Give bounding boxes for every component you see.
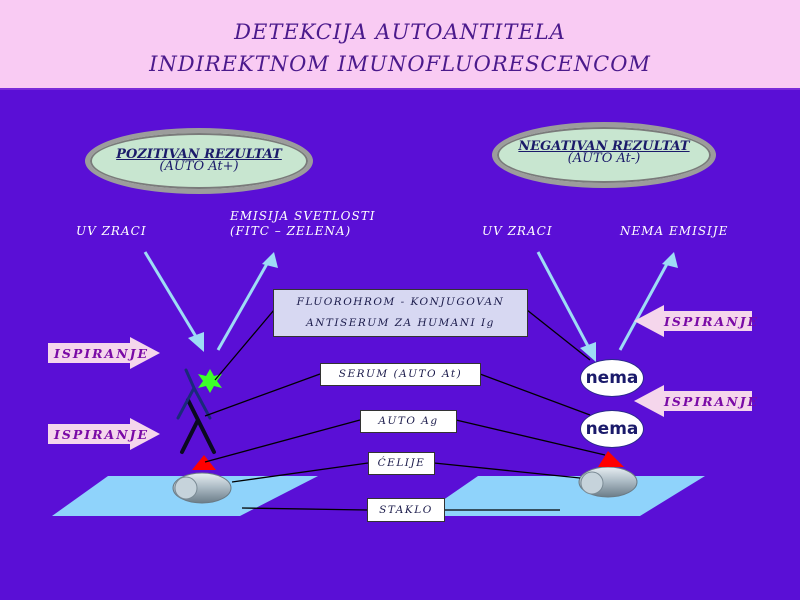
antigen-left	[192, 455, 216, 470]
title-band: DETEKCIJA AUTOANTITELA INDIREKTNOM IMUNO…	[0, 0, 800, 90]
fitc-star	[198, 369, 222, 393]
no-emission-label: NEMA EMISIJE	[620, 224, 729, 238]
nema-oval-2: nema	[580, 410, 644, 448]
fluorochrome-line2: ANTISERUM ZA HUMANI Ig	[306, 317, 495, 329]
wash-arrow-4	[634, 385, 752, 417]
nema-oval-1: nema	[580, 359, 644, 397]
emission-label-line2: (FITC – ZELENA)	[230, 224, 352, 238]
uv-label-left: UV ZRACI	[76, 224, 147, 238]
wash-arrow-2	[48, 418, 160, 450]
wash-label-2: ISPIRANJE	[54, 427, 150, 442]
auto-ag-box: AUTO Ag	[360, 410, 457, 433]
positive-sub: (AUTO At+)	[159, 159, 239, 174]
title-line-1: DETEKCIJA AUTOANTITELA	[234, 20, 566, 44]
uv-arrow-right	[580, 342, 596, 362]
wash-label-1: ISPIRANJE	[54, 346, 150, 361]
fluorochrome-line1: FLUOROHROM - KONJUGOVAN	[296, 296, 505, 308]
wash-arrow-3	[634, 305, 752, 337]
negative-result-oval: NEGATIVAN REZULTAT (AUTO At-)	[492, 122, 716, 188]
positive-heading: POZITIVAN REZULTAT	[116, 147, 282, 162]
autoantibody-left	[180, 398, 216, 454]
glass-box: STAKLO	[367, 498, 445, 522]
negative-heading: NEGATIVAN REZULTAT	[518, 139, 690, 154]
wash-arrow-1	[48, 337, 160, 369]
negative-sub: (AUTO At-)	[567, 151, 641, 166]
serum-box: SERUM (AUTO At)	[320, 363, 481, 386]
uv-label-right: UV ZRACI	[482, 224, 553, 238]
wash-label-3: ISPIRANJE	[664, 314, 760, 329]
antigen-right	[598, 451, 624, 467]
emission-arrow	[262, 252, 278, 268]
secondary-antibody-left	[176, 368, 212, 420]
title-line-2: INDIREKTNOM IMUNOFLUORESCENCOM	[149, 52, 651, 76]
wash-label-4: ISPIRANJE	[664, 394, 760, 409]
uv-arrow-left	[188, 332, 204, 352]
cells-box: ĆELIJE	[368, 452, 435, 475]
positive-result-oval: POZITIVAN REZULTAT (AUTO At+)	[85, 128, 313, 194]
fluorochrome-box: FLUOROHROM - KONJUGOVAN ANTISERUM ZA HUM…	[273, 289, 528, 337]
no-emission-arrow	[662, 252, 678, 268]
emission-label-line1: EMISIJA SVETLOSTI	[230, 209, 376, 223]
